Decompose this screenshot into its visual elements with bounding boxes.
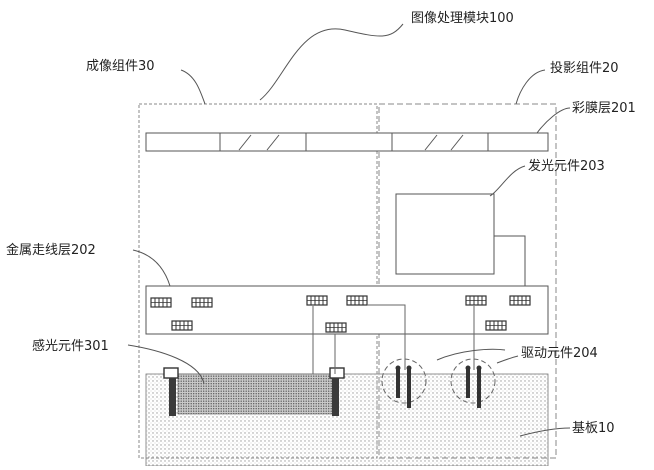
label-image-processing-module: 图像处理模块100 xyxy=(411,11,514,26)
label-imaging-component: 成像组件30 xyxy=(86,59,155,74)
photosensitive-region xyxy=(177,373,337,415)
photosensitive-pins xyxy=(163,367,345,416)
label-metal-wiring-layer: 金属走线层202 xyxy=(6,242,96,258)
label-light-emitting-element: 发光元件203 xyxy=(528,158,605,174)
label-substrate: 基板10 xyxy=(572,421,615,436)
leader-lines xyxy=(127,23,571,437)
metal-wiring-layer xyxy=(145,285,549,335)
light-emitting-connector xyxy=(494,235,526,286)
label-driving-element: 驱动元件204 xyxy=(521,346,598,361)
color-film-layer xyxy=(145,132,549,152)
label-projection-component: 投影组件20 xyxy=(550,60,619,76)
driving-element-right xyxy=(450,358,496,408)
driving-element-left xyxy=(381,358,427,408)
label-color-film-layer: 彩膜层201 xyxy=(572,101,636,116)
imaging-component-frame xyxy=(138,103,378,459)
label-photosensitive-element: 感光元件301 xyxy=(32,338,109,354)
projection-component-frame xyxy=(378,103,557,459)
light-emitting-element xyxy=(395,193,495,275)
wiring-chips xyxy=(150,295,531,333)
